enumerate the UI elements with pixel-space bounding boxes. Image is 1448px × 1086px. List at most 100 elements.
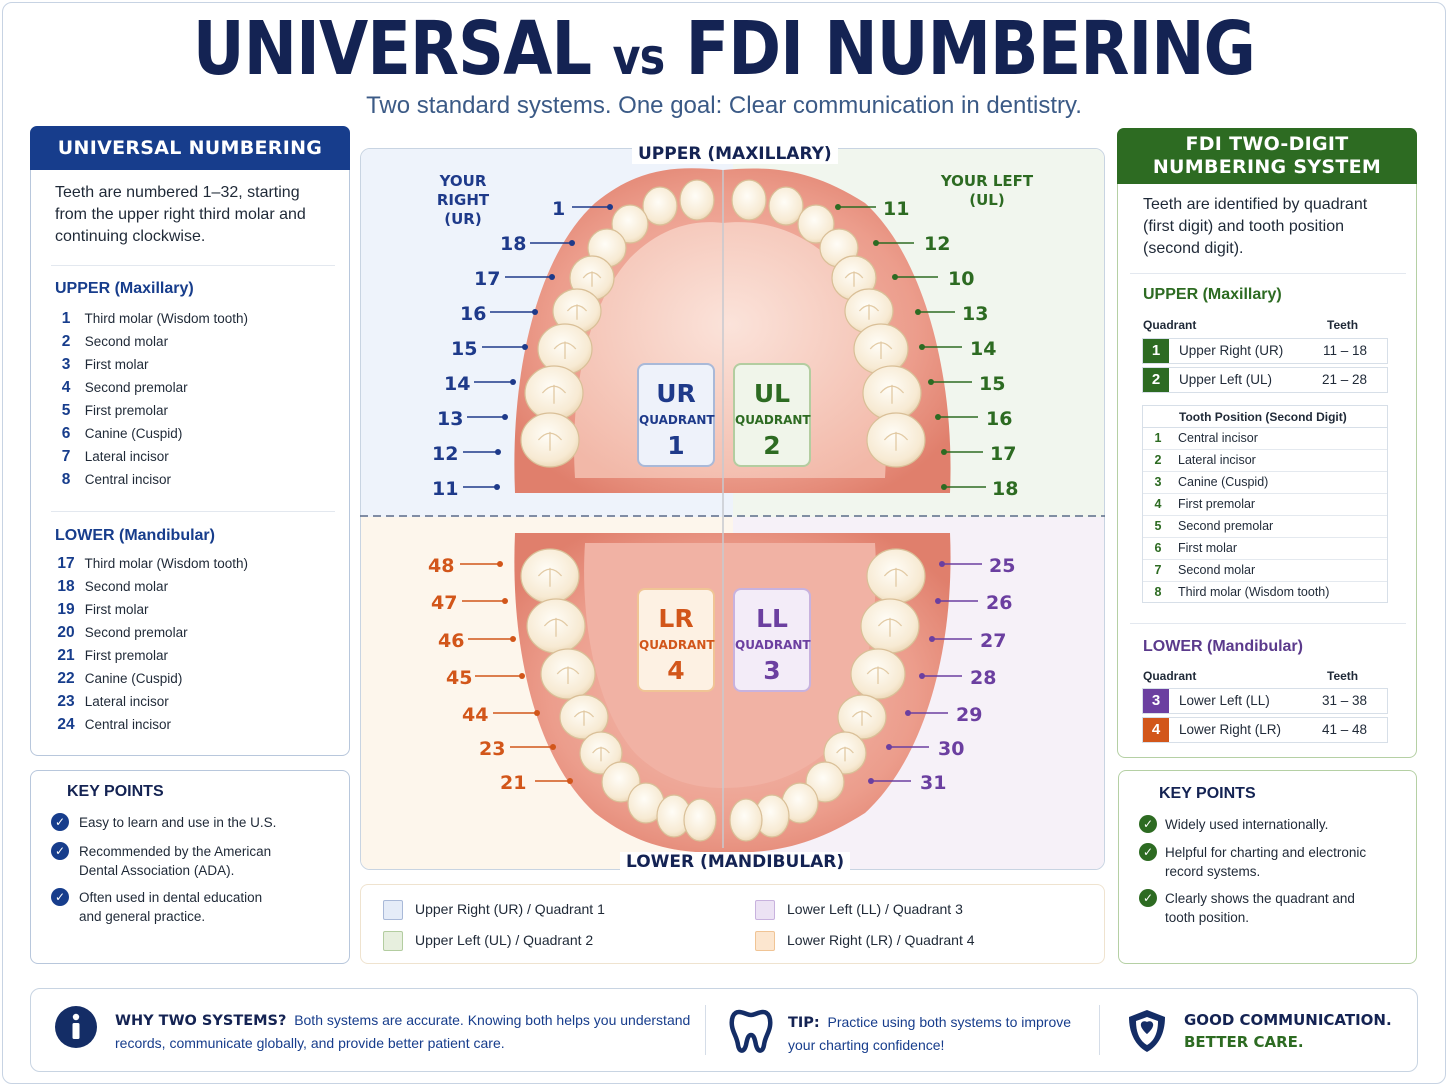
upper-right-tooth-number: 1 (552, 198, 566, 220)
your-left-label: YOUR LEFT(UL) (940, 172, 1034, 209)
tooth-name: Third molar (Wisdom tooth) (84, 556, 249, 571)
leader-dot (915, 309, 921, 315)
lower-left-tooth-number: 27 (980, 630, 1007, 652)
lower-left-tooth-number: 30 (938, 738, 965, 760)
upper-arch-label: UPPER (MAXILLARY) (632, 144, 838, 164)
position-name: Third molar (Wisdom tooth) (1178, 585, 1330, 599)
tooth-name: Canine (Cuspid) (84, 671, 183, 686)
universal-lower-item: 17 Third molar (Wisdom tooth) (51, 552, 248, 575)
quadrant-name: Upper Right (UR) (1179, 343, 1284, 358)
leader-dot (941, 484, 947, 490)
quadrant-name: Lower Left (LL) (1179, 693, 1270, 708)
fdi-upper-title: UPPER (Maxillary) (1143, 286, 1282, 303)
leader-dot (502, 414, 508, 420)
universal-lower-item: 23 Lateral incisor (51, 690, 168, 713)
tooth-position-header: Tooth Position (Second Digit) (1143, 406, 1387, 428)
lower-right-tooth-number: 47 (431, 592, 458, 614)
tooth-groove (566, 304, 588, 320)
footer-tagline: GOOD COMMUNICATION. BETTER CARE. (1184, 1011, 1392, 1051)
position-name: Lateral incisor (1178, 453, 1256, 467)
lower-left-tooth-number: 29 (956, 704, 983, 726)
tooth-name: Second premolar (84, 380, 188, 395)
universal-upper-item: 8 Central incisor (51, 468, 171, 491)
page-title: UNIVERSAL vs FDI NUMBERING (192, 6, 1256, 92)
upper-left-tooth-number: 16 (986, 408, 1013, 430)
universal-panel: UNIVERSAL NUMBERING SYSTEM Teeth are num… (30, 126, 350, 756)
position-name: Second molar (1178, 563, 1256, 577)
position-name: Second premolar (1178, 519, 1274, 533)
key-points-title: KEY POINTS (1159, 785, 1256, 802)
leader-dot (569, 240, 575, 246)
lower-left-tooth-number: 31 (920, 772, 947, 794)
info-icon (55, 1006, 97, 1048)
tooth-name: First premolar (84, 648, 169, 663)
upper-left-tooth (731, 179, 767, 221)
key-point: Helpful for charting and electronic reco… (1165, 845, 1367, 879)
legend-item-ur: Upper Right (UR) / Quadrant 1 (415, 901, 605, 917)
divider (51, 265, 335, 266)
tooth-name: Lateral incisor (84, 449, 169, 464)
upper-right-tooth (679, 179, 715, 221)
lower-right-tooth-number: 46 (438, 630, 465, 652)
universal-lower-item: 20 Second premolar (51, 621, 187, 644)
leader-dot (549, 274, 555, 280)
position-name: Canine (Cuspid) (1178, 475, 1269, 489)
quadrant-badge: 1 (1143, 339, 1169, 363)
tooth-number: 8 (61, 471, 71, 488)
quadrant-legend: Upper Right (UR) / Quadrant 1 Upper Left… (360, 884, 1105, 964)
tooth-number: 4 (61, 379, 71, 396)
tooth-groove (858, 304, 880, 320)
tooth-number: 23 (57, 693, 75, 710)
check-icon: ✓ (1139, 889, 1157, 907)
tooth-name: Second molar (84, 334, 169, 349)
position-number: 3 (1154, 475, 1162, 489)
upper-right-tooth-number: 15 (451, 338, 478, 360)
upper-left-tooth-number: 12 (924, 233, 951, 255)
tooth-name: First premolar (84, 403, 169, 418)
position-number: 4 (1154, 497, 1162, 511)
tooth-groove (869, 341, 893, 359)
lower-left-tooth (729, 798, 763, 842)
tip-text: TIP: Practice using both systems to impr… (788, 1014, 1072, 1053)
universal-lower-item: 19 First molar (51, 598, 148, 621)
key-point: Easy to learn and use in the U.S. (79, 815, 277, 830)
quadrant-name: Lower Right (LR) (1179, 722, 1282, 737)
legend-swatch-ul (383, 931, 403, 951)
tooth-number: 6 (61, 425, 71, 442)
tooth-groove (883, 567, 909, 587)
upper-right-tooth (611, 204, 649, 244)
fdi-lower-title: LOWER (Mandibular) (1143, 638, 1303, 655)
key-points-title: KEY POINTS (67, 783, 164, 800)
upper-left-tooth-number: 17 (990, 443, 1017, 465)
universal-key-points: KEY POINTS ✓ Easy to learn and use in th… (30, 770, 350, 964)
leader-dot (935, 414, 941, 420)
universal-panel-title: UNIVERSAL NUMBERING SYSTEM (30, 126, 350, 203)
universal-upper-item: 3 First molar (51, 353, 149, 376)
tooth-groove (541, 384, 567, 404)
lower-right-tooth-number: 44 (462, 704, 489, 726)
check-icon: ✓ (1139, 843, 1157, 861)
upper-left-tooth-number: 13 (962, 303, 989, 325)
universal-upper-item: 7 Lateral incisor (51, 445, 169, 468)
lower-left-tooth-number: 26 (986, 592, 1013, 614)
tooth-position-row: 3 Canine (Cuspid) (1143, 472, 1387, 494)
footer-separator (705, 1005, 706, 1055)
quadrant-badge: 2 (1143, 368, 1169, 392)
tooth-groove (553, 341, 577, 359)
lower-arch-label: LOWER (MANDIBULAR) (620, 852, 851, 872)
leader-dot (522, 344, 528, 350)
why-two-systems-text: WHY TWO SYSTEMS? Both systems are accura… (115, 1012, 691, 1051)
column-header: Quadrant (1143, 669, 1197, 683)
tooth-range: 31 – 38 (1321, 693, 1367, 708)
page-subtitle: Two standard systems. One goal: Clear co… (366, 92, 1082, 119)
position-number: 1 (1154, 431, 1162, 445)
